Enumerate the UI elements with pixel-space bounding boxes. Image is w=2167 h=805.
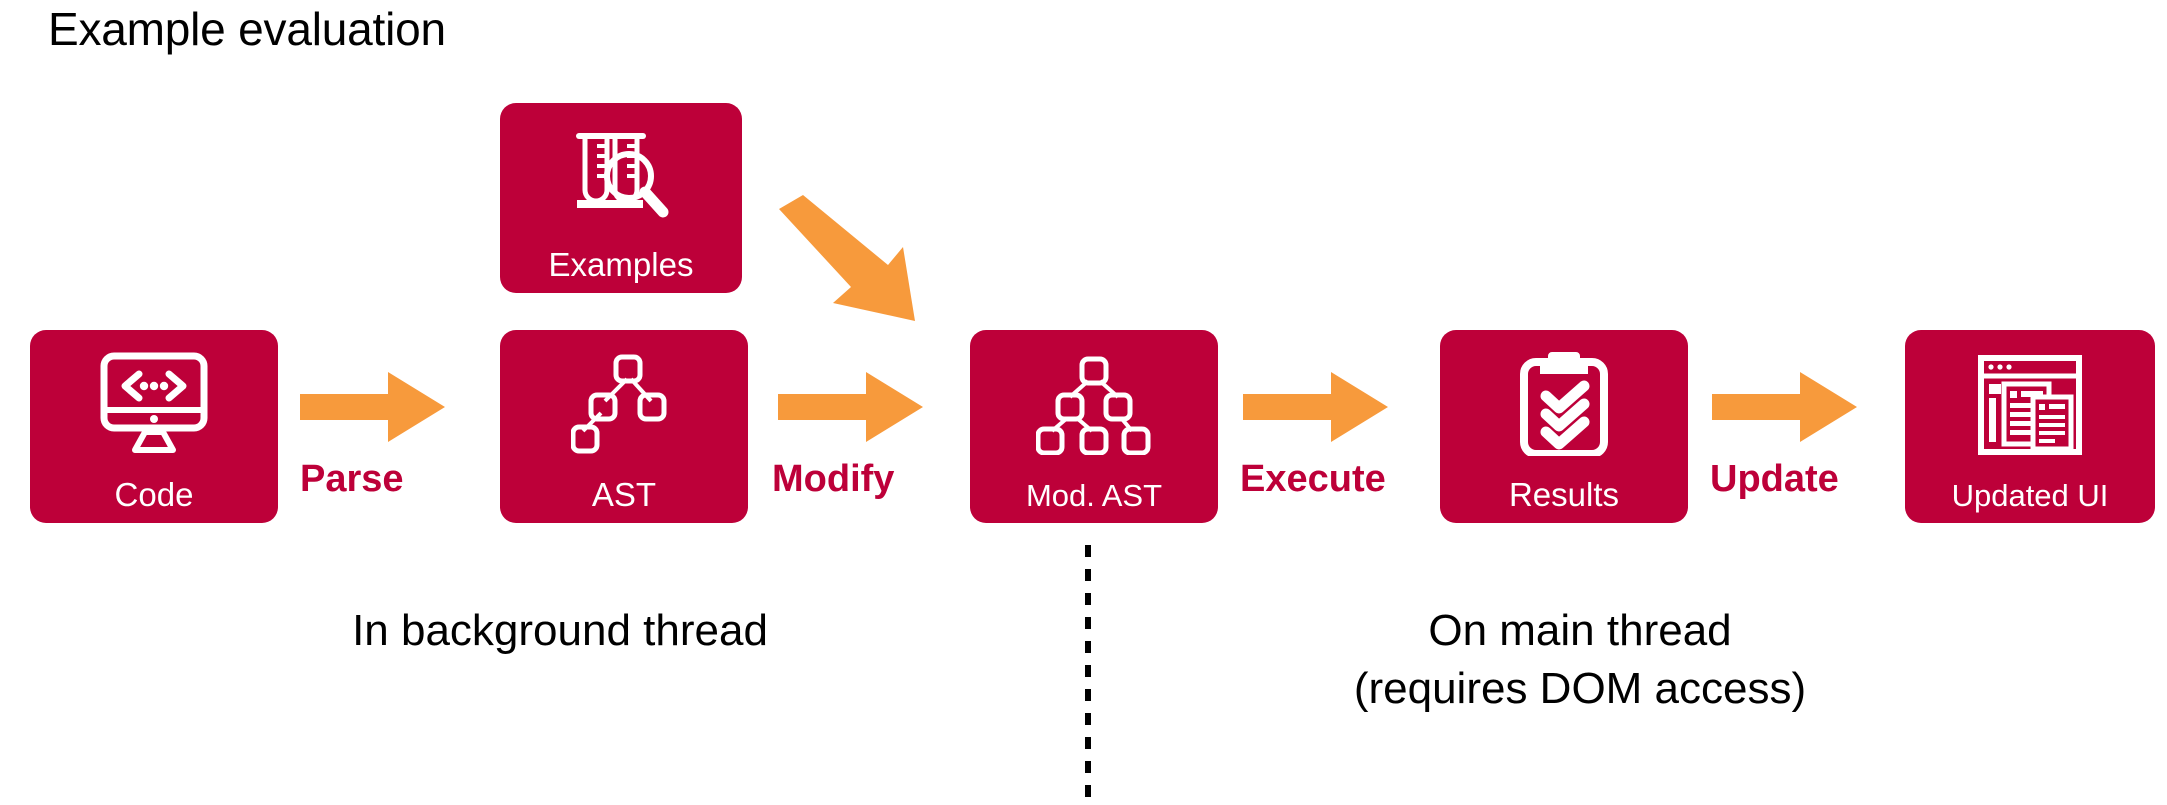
- node-label: Updated UI: [1951, 478, 2109, 513]
- clipboard-checks-icon: [1440, 330, 1688, 478]
- arrow-modify-icon: [778, 368, 923, 446]
- node-label: Results: [1508, 476, 1620, 513]
- caption-background-thread: In background thread: [352, 606, 768, 655]
- node-label: Examples: [548, 246, 694, 283]
- caption-main-thread: On main thread (requires DOM access): [1353, 606, 1807, 714]
- node-examples[interactable]: Examples: [500, 103, 742, 293]
- thread-divider: [1085, 545, 1091, 805]
- browser-window-icon: [1905, 330, 2155, 480]
- test-tubes-magnifier-icon: [500, 103, 742, 248]
- arrow-update-icon: [1712, 368, 1857, 446]
- arrow-label-update: Update: [1710, 458, 1839, 500]
- node-label: AST: [591, 476, 657, 513]
- arrow-execute-icon: [1243, 368, 1388, 446]
- node-ast[interactable]: AST: [500, 330, 748, 523]
- arrow-label-parse: Parse: [300, 458, 404, 500]
- node-label: Code: [114, 476, 194, 513]
- node-results[interactable]: Results: [1440, 330, 1688, 523]
- tree-nodes-icon: [500, 330, 748, 478]
- arrow-parse-icon: [300, 368, 445, 446]
- arrow-label-modify: Modify: [772, 458, 895, 500]
- node-updated-ui[interactable]: Updated UI: [1905, 330, 2155, 523]
- monitor-code-icon: [30, 330, 278, 478]
- arrow-label-execute: Execute: [1240, 458, 1386, 500]
- arrow-examples-to-mod-ast-icon: [775, 195, 950, 330]
- page-title: Example evaluation: [48, 3, 446, 55]
- tree-nodes-full-icon: [970, 330, 1218, 480]
- node-label: Mod. AST: [1025, 478, 1163, 513]
- node-code[interactable]: Code: [30, 330, 278, 523]
- node-mod-ast[interactable]: Mod. AST: [970, 330, 1218, 523]
